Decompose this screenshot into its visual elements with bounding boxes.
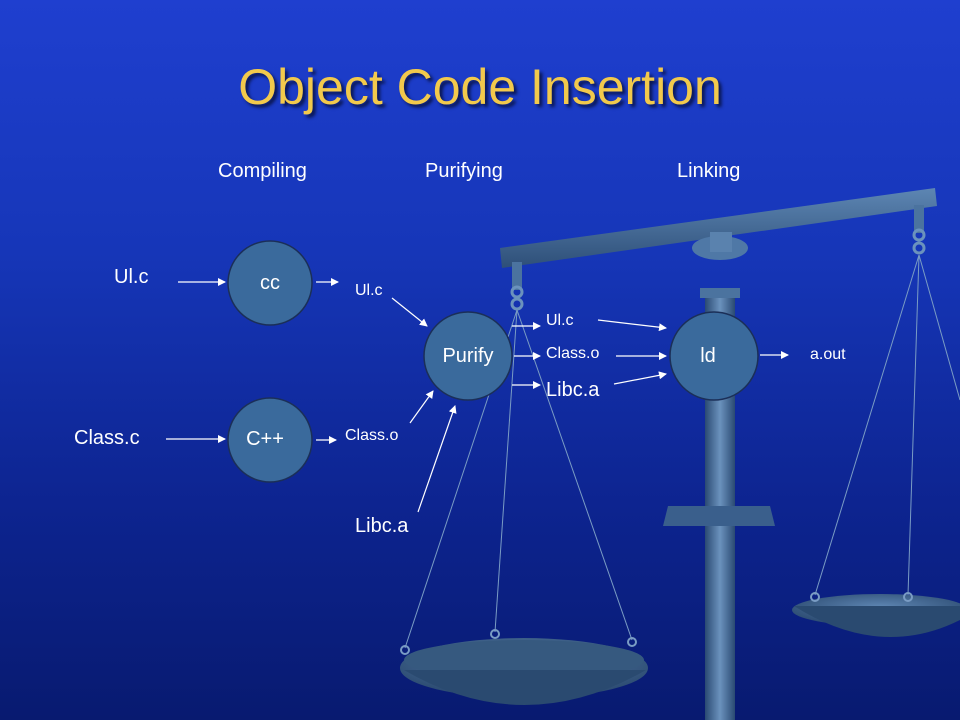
scale-beam	[500, 188, 937, 268]
node-cc-label: cc	[260, 272, 280, 294]
cc-output-ui-c: Ul.c	[355, 282, 383, 299]
scale-base	[663, 506, 775, 526]
input-ui-c: Ul.c	[114, 266, 149, 288]
arrow-libca-to-purify	[417, 405, 457, 513]
arrow-uic-to-ld	[597, 319, 667, 332]
output-a-out: a.out	[810, 346, 846, 363]
purify-output-class-o: Class.o	[546, 345, 600, 362]
arrow-classo-to-purify	[409, 390, 434, 424]
purify-output-ui-c: Ul.c	[546, 312, 574, 329]
stage-linking: Linking	[677, 160, 741, 182]
stage-compiling: Compiling	[218, 160, 307, 182]
arrow-uic-to-purify	[391, 297, 428, 327]
arrow-libca-to-ld	[613, 371, 667, 385]
slide-title: Object Code Insertion	[238, 59, 722, 115]
node-cc	[227, 240, 313, 326]
node-purify	[423, 311, 513, 401]
stage-purifying: Purifying	[425, 160, 503, 182]
input-class-c: Class.c	[74, 427, 140, 449]
purify-output-libc-a: Libc.a	[546, 379, 600, 401]
node-ld-label: ld	[700, 345, 716, 367]
node-cpp-label: C++	[246, 428, 284, 450]
node-ld	[669, 311, 759, 401]
libc-a-input: Libc.a	[355, 515, 409, 537]
node-cpp	[227, 397, 313, 483]
cpp-output-class-o: Class.o	[345, 427, 399, 444]
node-purify-label: Purify	[442, 345, 494, 367]
